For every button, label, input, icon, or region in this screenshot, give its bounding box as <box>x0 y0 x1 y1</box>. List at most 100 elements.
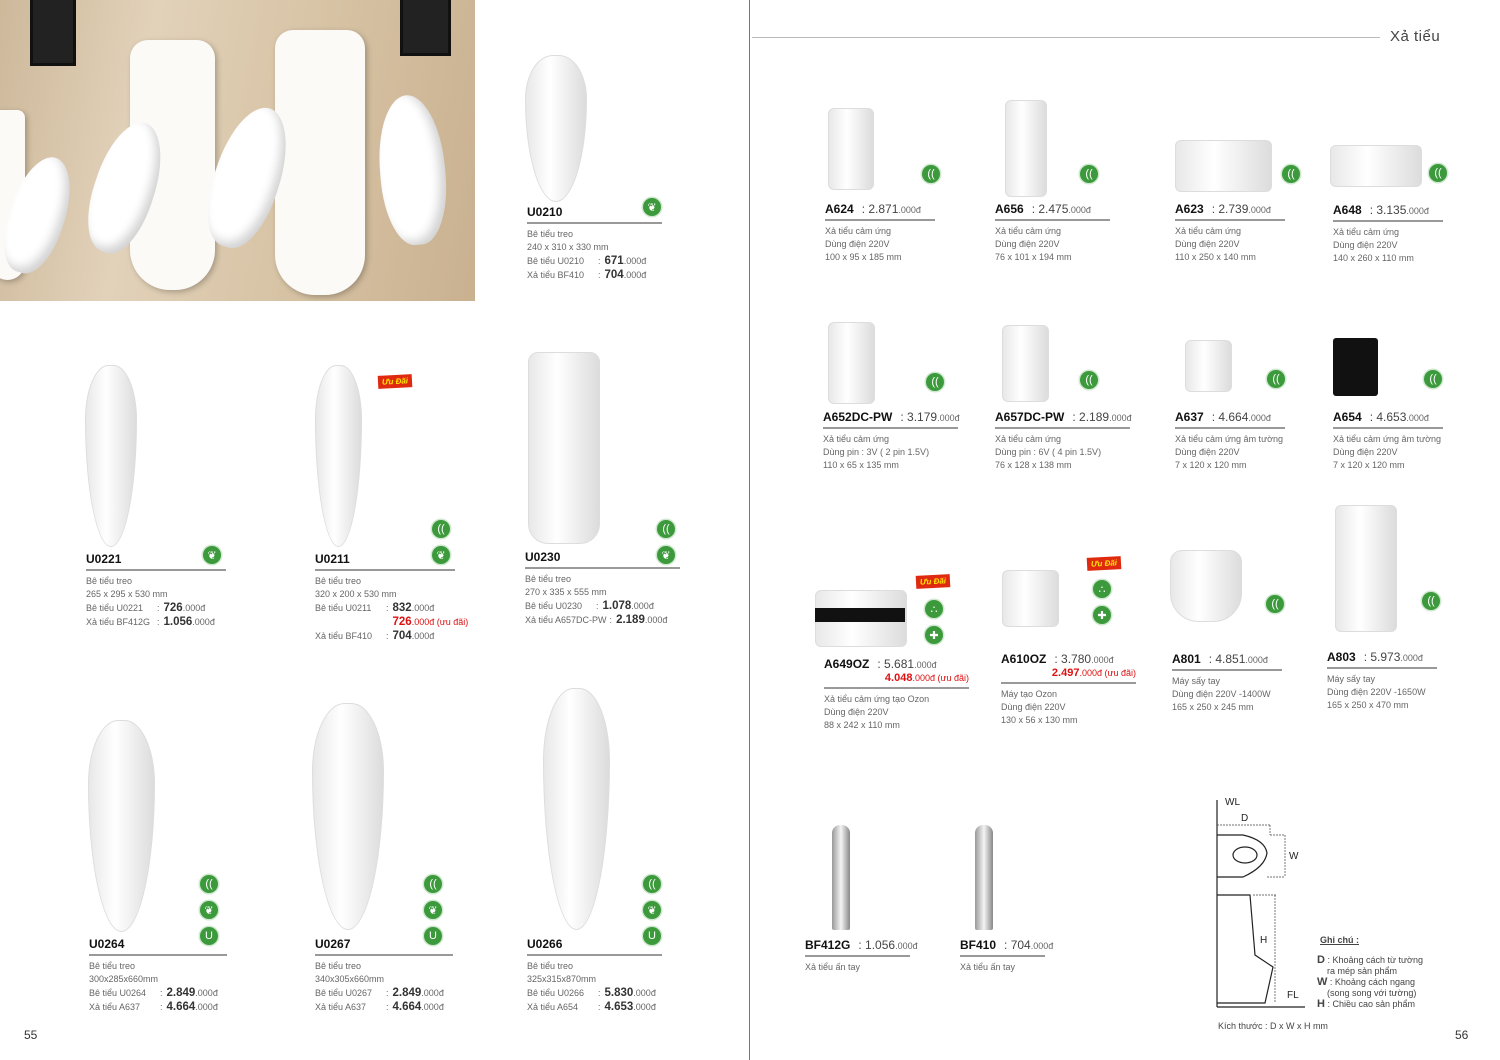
product-image <box>1333 338 1378 396</box>
product-title-block: U0211 <box>315 552 455 571</box>
product-price: : 4.653.000đ <box>1369 410 1429 424</box>
product-image <box>312 703 384 930</box>
sensor-icon: (( <box>1080 371 1098 389</box>
product-image <box>1185 340 1232 392</box>
product-image <box>832 825 850 930</box>
product-description: Xả tiểu ấn tay <box>960 962 1016 972</box>
product-name: BF412G <box>805 938 851 952</box>
product-name: U0266 <box>527 937 563 951</box>
product-image <box>315 365 362 547</box>
product-name: A803 <box>1327 650 1356 664</box>
product-price: : 2.475.000đ <box>1031 202 1091 216</box>
product-title-block: A623 : 2.739.000đ <box>1175 202 1285 221</box>
product-price: : 2.871.000đ <box>861 202 921 216</box>
note-d: D : Khoảng cách từ tường ra mép sản phẩm <box>1317 954 1423 977</box>
product-name: U0211 <box>315 552 350 566</box>
product-title-block: U0266 <box>527 937 662 956</box>
shield-plus-icon: ✚ <box>1093 606 1111 624</box>
hero-photo <box>0 0 475 301</box>
product-image <box>1330 145 1422 187</box>
notes-list: D : Khoảng cách từ tường ra mép sản phẩm… <box>1317 955 1423 1010</box>
product-price: : 2.189.000đ <box>1072 410 1132 424</box>
price-row: Xả tiểu BF412G:1.056.000đ <box>86 616 215 628</box>
product-price: : 2.739.000đ <box>1211 202 1271 216</box>
coating-icon: U <box>200 927 218 945</box>
sensor-icon: (( <box>643 875 661 893</box>
note-h: H : Chiều cao sản phẩm <box>1317 998 1416 1010</box>
ozone-icon: ∴ <box>1093 580 1111 598</box>
leaf-icon: ❦ <box>424 901 442 919</box>
product-card-a654[interactable]: A654: 4.653.000đ Xả tiểu cảm ứng âm tường… <box>1333 410 1443 472</box>
product-name: A623 <box>1175 202 1204 216</box>
product-title-block: U0267 <box>315 937 453 956</box>
product-name: A637 <box>1175 410 1204 424</box>
leaf-icon: ❦ <box>200 901 218 919</box>
price-row: Bê tiểu U0230:1.078.000đ <box>525 600 654 612</box>
promo-badge: Ưu Đãi <box>1086 556 1122 571</box>
sensor-icon: (( <box>1424 370 1442 388</box>
product-image <box>975 825 993 930</box>
h-label: H <box>1260 935 1267 946</box>
price-row: Xả tiểu A637:4.664.000đ <box>315 1001 444 1013</box>
sensor-icon: (( <box>1429 164 1447 182</box>
product-name: A649OZ <box>824 657 870 671</box>
section-title: Xả tiểu <box>1390 28 1441 45</box>
promo-price: 4.048.000đ (ưu đãi) <box>884 672 969 684</box>
sensor-icon: (( <box>424 875 442 893</box>
fl-label: FL <box>1287 990 1299 1001</box>
product-price: : 5.973.000đ <box>1363 650 1423 664</box>
product-image <box>528 352 600 544</box>
sensor-icon: (( <box>1266 595 1284 613</box>
product-name: U0210 <box>527 205 563 219</box>
price-row: Bê tiểu U0211:832.000đ <box>315 602 435 614</box>
wl-label: WL <box>1225 797 1240 808</box>
product-title-block: A652DC-PW: 3.179.000đ <box>823 410 960 429</box>
product-price: : 704.000đ <box>1004 938 1054 952</box>
product-title-block: BF412G: 1.056.000đ <box>805 938 918 957</box>
product-title-block: A648: 3.135.000đ <box>1333 203 1443 222</box>
shield-plus-icon: ✚ <box>925 626 943 644</box>
d-label: D <box>1241 813 1248 824</box>
product-name: U0264 <box>89 937 125 951</box>
sensor-icon: (( <box>1267 370 1285 388</box>
product-title-block: A656 : 2.475.000đ <box>995 202 1110 221</box>
product-name: A656 <box>995 202 1024 216</box>
product-title-block: A624: 2.871.000đ <box>825 202 935 221</box>
product-image <box>1170 550 1242 622</box>
product-price: : 5.681.000đ <box>877 657 937 671</box>
product-title-block: A654: 4.653.000đ <box>1333 410 1443 429</box>
product-image <box>85 365 137 547</box>
price-row: Xả tiểu A637:4.664.000đ <box>89 1001 218 1013</box>
promo-badge: Ưu Đãi <box>377 374 413 389</box>
price-row: Xả tiểu BF410:704.000đ <box>315 630 435 642</box>
page-number-right: 56 <box>1455 1028 1469 1042</box>
